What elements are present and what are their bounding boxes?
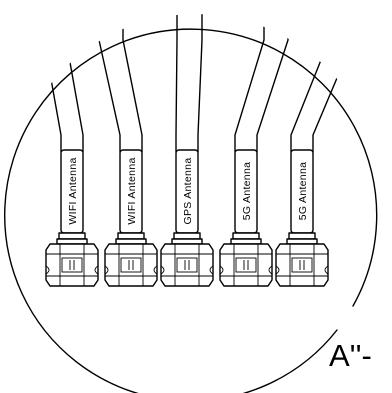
cable-outline-left	[175, 14, 178, 153]
nut-chamfer	[104, 265, 109, 275]
ferrule-ring	[171, 238, 203, 245]
antenna-label: 5G Antenna	[297, 162, 309, 220]
cable-outline-right	[256, 14, 289, 153]
connector-window	[176, 257, 198, 273]
detail-callout-label: A''-	[329, 338, 372, 373]
ferrule-ring	[288, 232, 316, 240]
antenna-connector: WIFI Antenna	[45, 149, 99, 287]
hex-nut	[160, 243, 214, 287]
ferrule-ring	[230, 238, 262, 245]
antenna-label: WIFI Antenna	[67, 157, 79, 224]
ferrule-ring	[117, 232, 145, 240]
hex-nut	[219, 243, 273, 287]
antenna-label: GPS Antenna	[182, 158, 194, 225]
ferrule-ring	[115, 238, 147, 245]
hex-nut	[104, 243, 158, 287]
cable-outline-right	[122, 14, 143, 153]
nut-chamfer	[268, 265, 273, 275]
nut-chamfer	[94, 265, 99, 275]
connector-group: WIFI Antenna WIFI Antenna GPS Antenna 5G An…	[45, 149, 329, 287]
hex-nut	[45, 243, 99, 287]
connector-window	[61, 257, 83, 273]
cable-outline-left	[98, 14, 121, 153]
cable-outline-right	[65, 14, 84, 153]
detail-circle-outline	[4, 28, 378, 393]
cable-outline-right	[312, 14, 354, 153]
nut-chamfer	[209, 265, 214, 275]
nut-chamfer	[275, 265, 280, 275]
ferrule-ring	[286, 238, 318, 245]
nut-chamfer	[45, 265, 50, 275]
hex-nut	[275, 243, 329, 287]
antenna-connector: GPS Antenna	[160, 149, 214, 287]
nut-chamfer	[160, 265, 165, 275]
cable-bundle	[43, 14, 354, 153]
connector-window	[235, 257, 257, 273]
antenna-connector: 5G Antenna	[275, 149, 329, 287]
ferrule-ring	[56, 238, 88, 245]
antenna-label: 5G Antenna	[241, 162, 253, 220]
ferrule-ring	[58, 232, 86, 240]
antenna-connector: WIFI Antenna	[104, 149, 158, 287]
antenna-connector: 5G Antenna	[219, 149, 273, 287]
nut-chamfer	[219, 265, 224, 275]
connector-window	[291, 257, 313, 273]
cable-outline-left	[234, 14, 265, 153]
cable-outline-left	[290, 14, 330, 153]
nut-chamfer	[153, 265, 158, 275]
ferrule-ring	[173, 232, 201, 240]
ferrule-ring	[232, 232, 260, 240]
cable-outline-left	[43, 14, 62, 153]
cable-outline-right	[197, 14, 203, 153]
connector-window	[120, 257, 142, 273]
nut-chamfer	[324, 265, 329, 275]
antenna-label: WIFI Antenna	[126, 157, 138, 224]
